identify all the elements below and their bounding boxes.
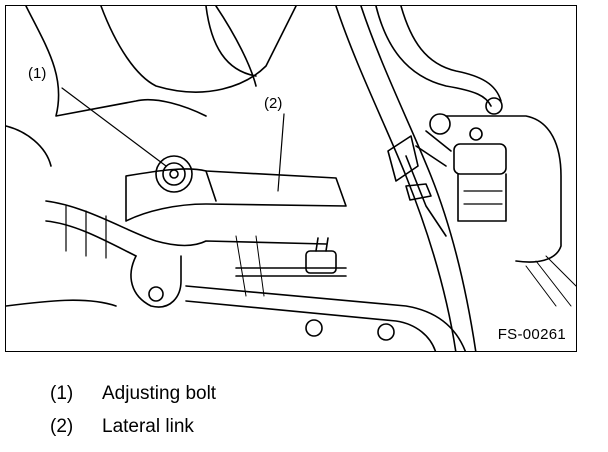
legend-text: Lateral link <box>102 416 194 437</box>
legend: (1) Adjusting bolt (2) Lateral link <box>50 383 216 449</box>
figure-code: FS-00261 <box>497 326 566 343</box>
callout-label-1: (1) <box>28 65 47 82</box>
figure-frame: (1) (2) FS-00261 <box>5 5 577 352</box>
legend-item: (1) Adjusting bolt <box>50 383 216 416</box>
callout-label-2: (2) <box>264 95 283 112</box>
legend-item: (2) Lateral link <box>50 416 216 449</box>
legend-number: (1) <box>50 383 74 404</box>
legend-text: Adjusting bolt <box>102 383 217 404</box>
suspension-illustration <box>6 6 576 351</box>
legend-number: (2) <box>50 416 74 437</box>
